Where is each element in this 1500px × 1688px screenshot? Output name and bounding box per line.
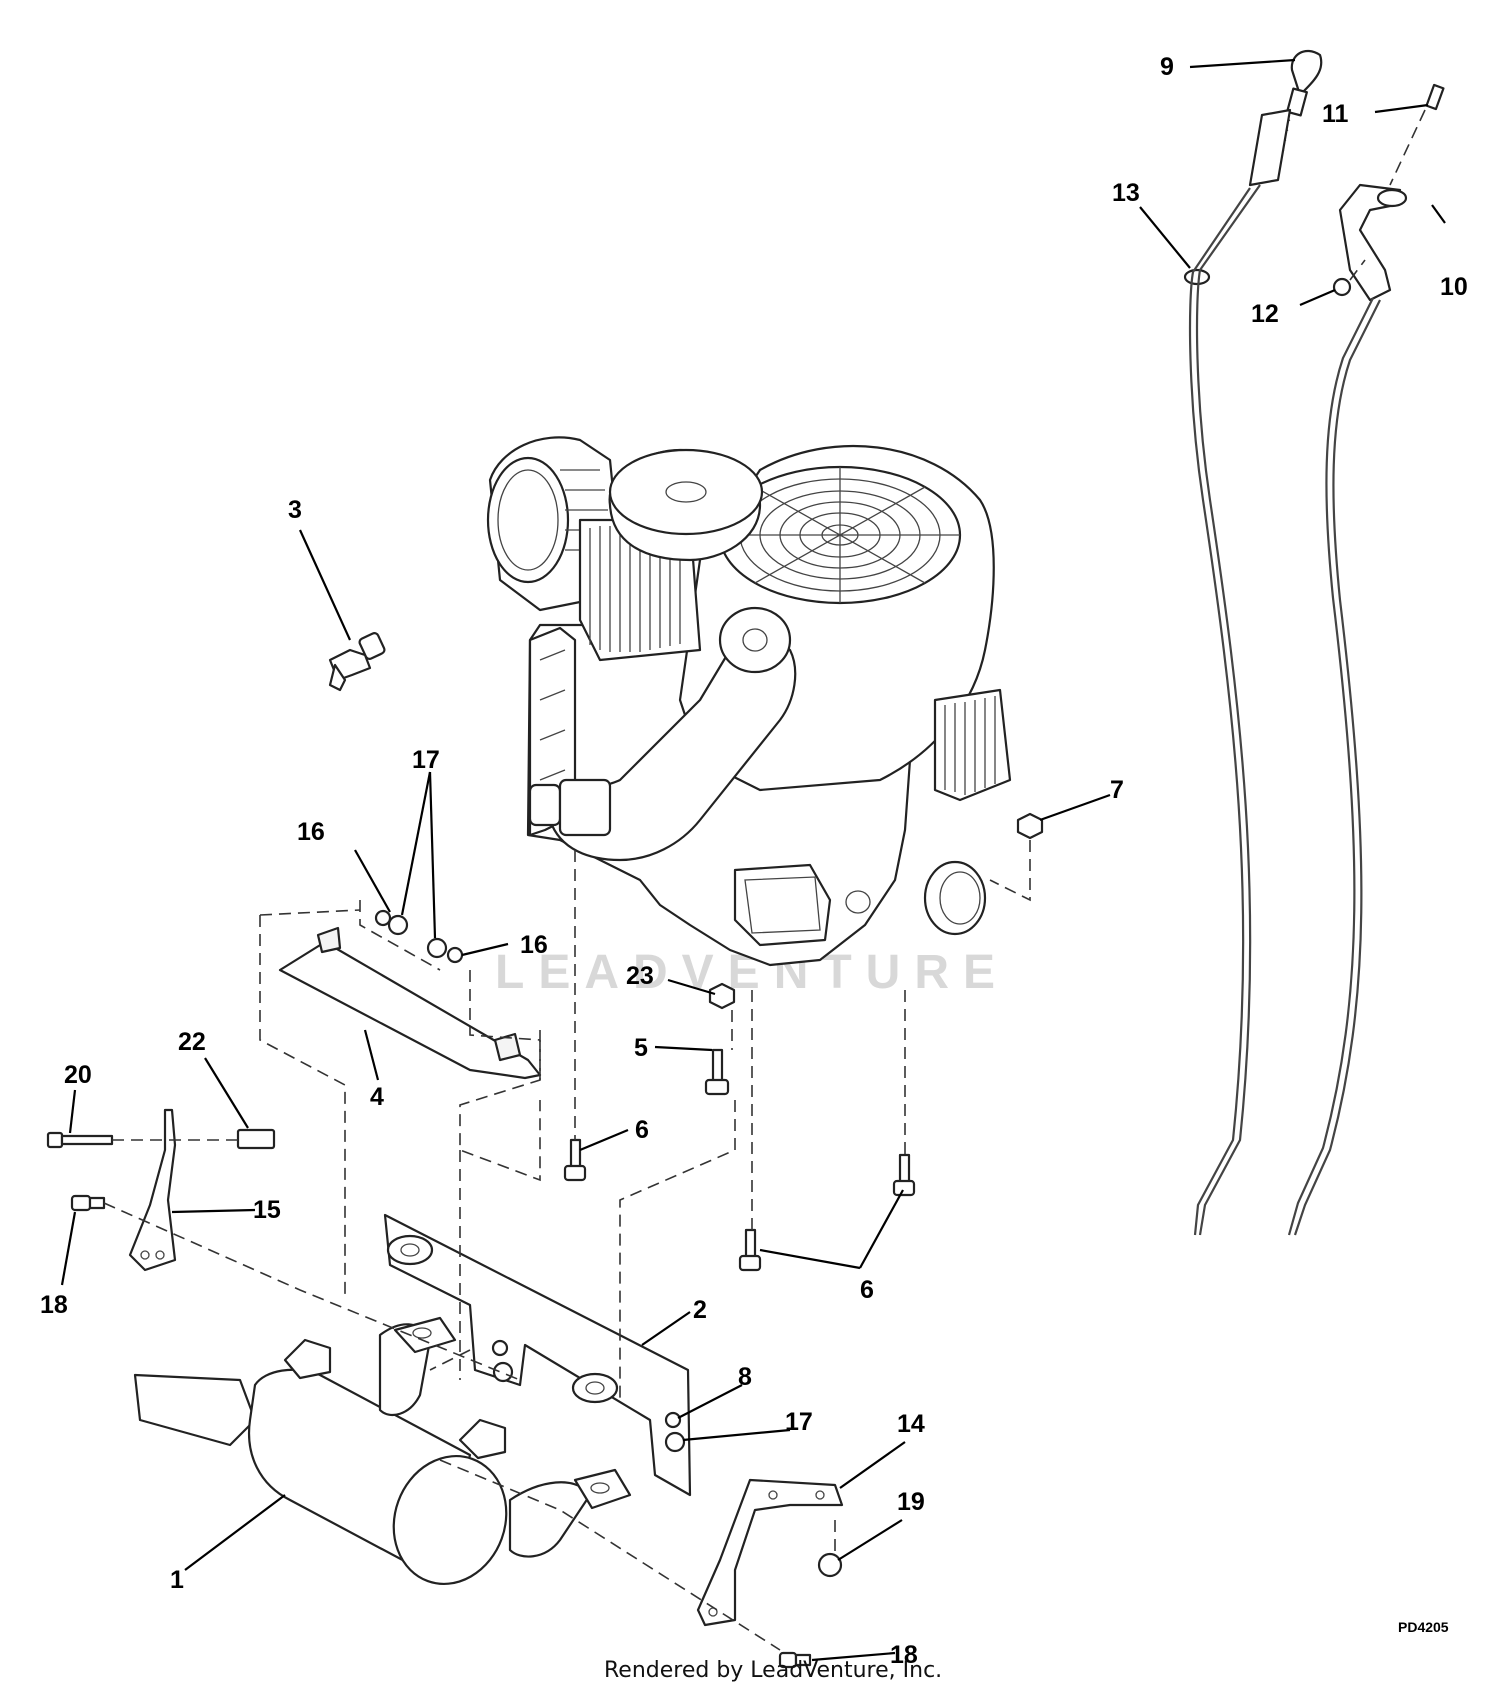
callout-11: 11 [1322, 100, 1349, 128]
callout-14: 14 [897, 1410, 925, 1438]
engine-assembly [486, 436, 1012, 967]
render-credit: Rendered by LeadVenture, Inc. [604, 1658, 942, 1683]
callout-15: 15 [253, 1196, 281, 1224]
part-2-gasket [383, 1213, 692, 1497]
assembly-lines [103, 109, 1426, 1651]
callout-2: 2 [693, 1296, 707, 1324]
callout-17-upper: 17 [412, 746, 440, 774]
callout-19: 19 [897, 1488, 925, 1516]
callout-6-upper: 6 [635, 1116, 649, 1144]
callout-7: 7 [1110, 776, 1124, 804]
part-15-bracket [128, 1108, 177, 1272]
callout-16-left: 16 [297, 818, 325, 846]
part-1-muffler [133, 1316, 632, 1586]
callout-23: 23 [626, 962, 654, 990]
callout-13: 13 [1112, 179, 1140, 207]
callout-16-right: 16 [520, 931, 548, 959]
callout-10: 10 [1440, 273, 1468, 301]
callout-12: 12 [1251, 300, 1279, 328]
choke-cable [1183, 49, 1323, 1236]
callout-20: 20 [64, 1061, 92, 1089]
callout-8: 8 [738, 1363, 752, 1391]
callout-18-right: 18 [890, 1641, 918, 1669]
leader-lines [60, 58, 1446, 1662]
callout-labels: 1 2 3 4 5 6 6 7 8 9 10 11 12 13 14 15 16… [40, 53, 1468, 1669]
hardware [46, 812, 1044, 1669]
callout-18-left: 18 [40, 1291, 68, 1319]
part-3-fitting [328, 632, 386, 692]
callout-1: 1 [170, 1566, 184, 1594]
throttle-cable [1287, 83, 1445, 1236]
callout-17-lower: 17 [785, 1408, 813, 1436]
part-14-bracket [696, 1478, 844, 1627]
callout-4: 4 [370, 1083, 384, 1111]
callout-6-lower: 6 [860, 1276, 874, 1304]
drawing-code: PD4205 [1398, 1619, 1449, 1635]
callout-5: 5 [634, 1034, 648, 1062]
intake-tube [548, 634, 797, 862]
callout-22: 22 [178, 1028, 206, 1056]
callout-3: 3 [288, 496, 302, 524]
oil-filter [923, 860, 987, 936]
callout-9: 9 [1160, 53, 1174, 81]
